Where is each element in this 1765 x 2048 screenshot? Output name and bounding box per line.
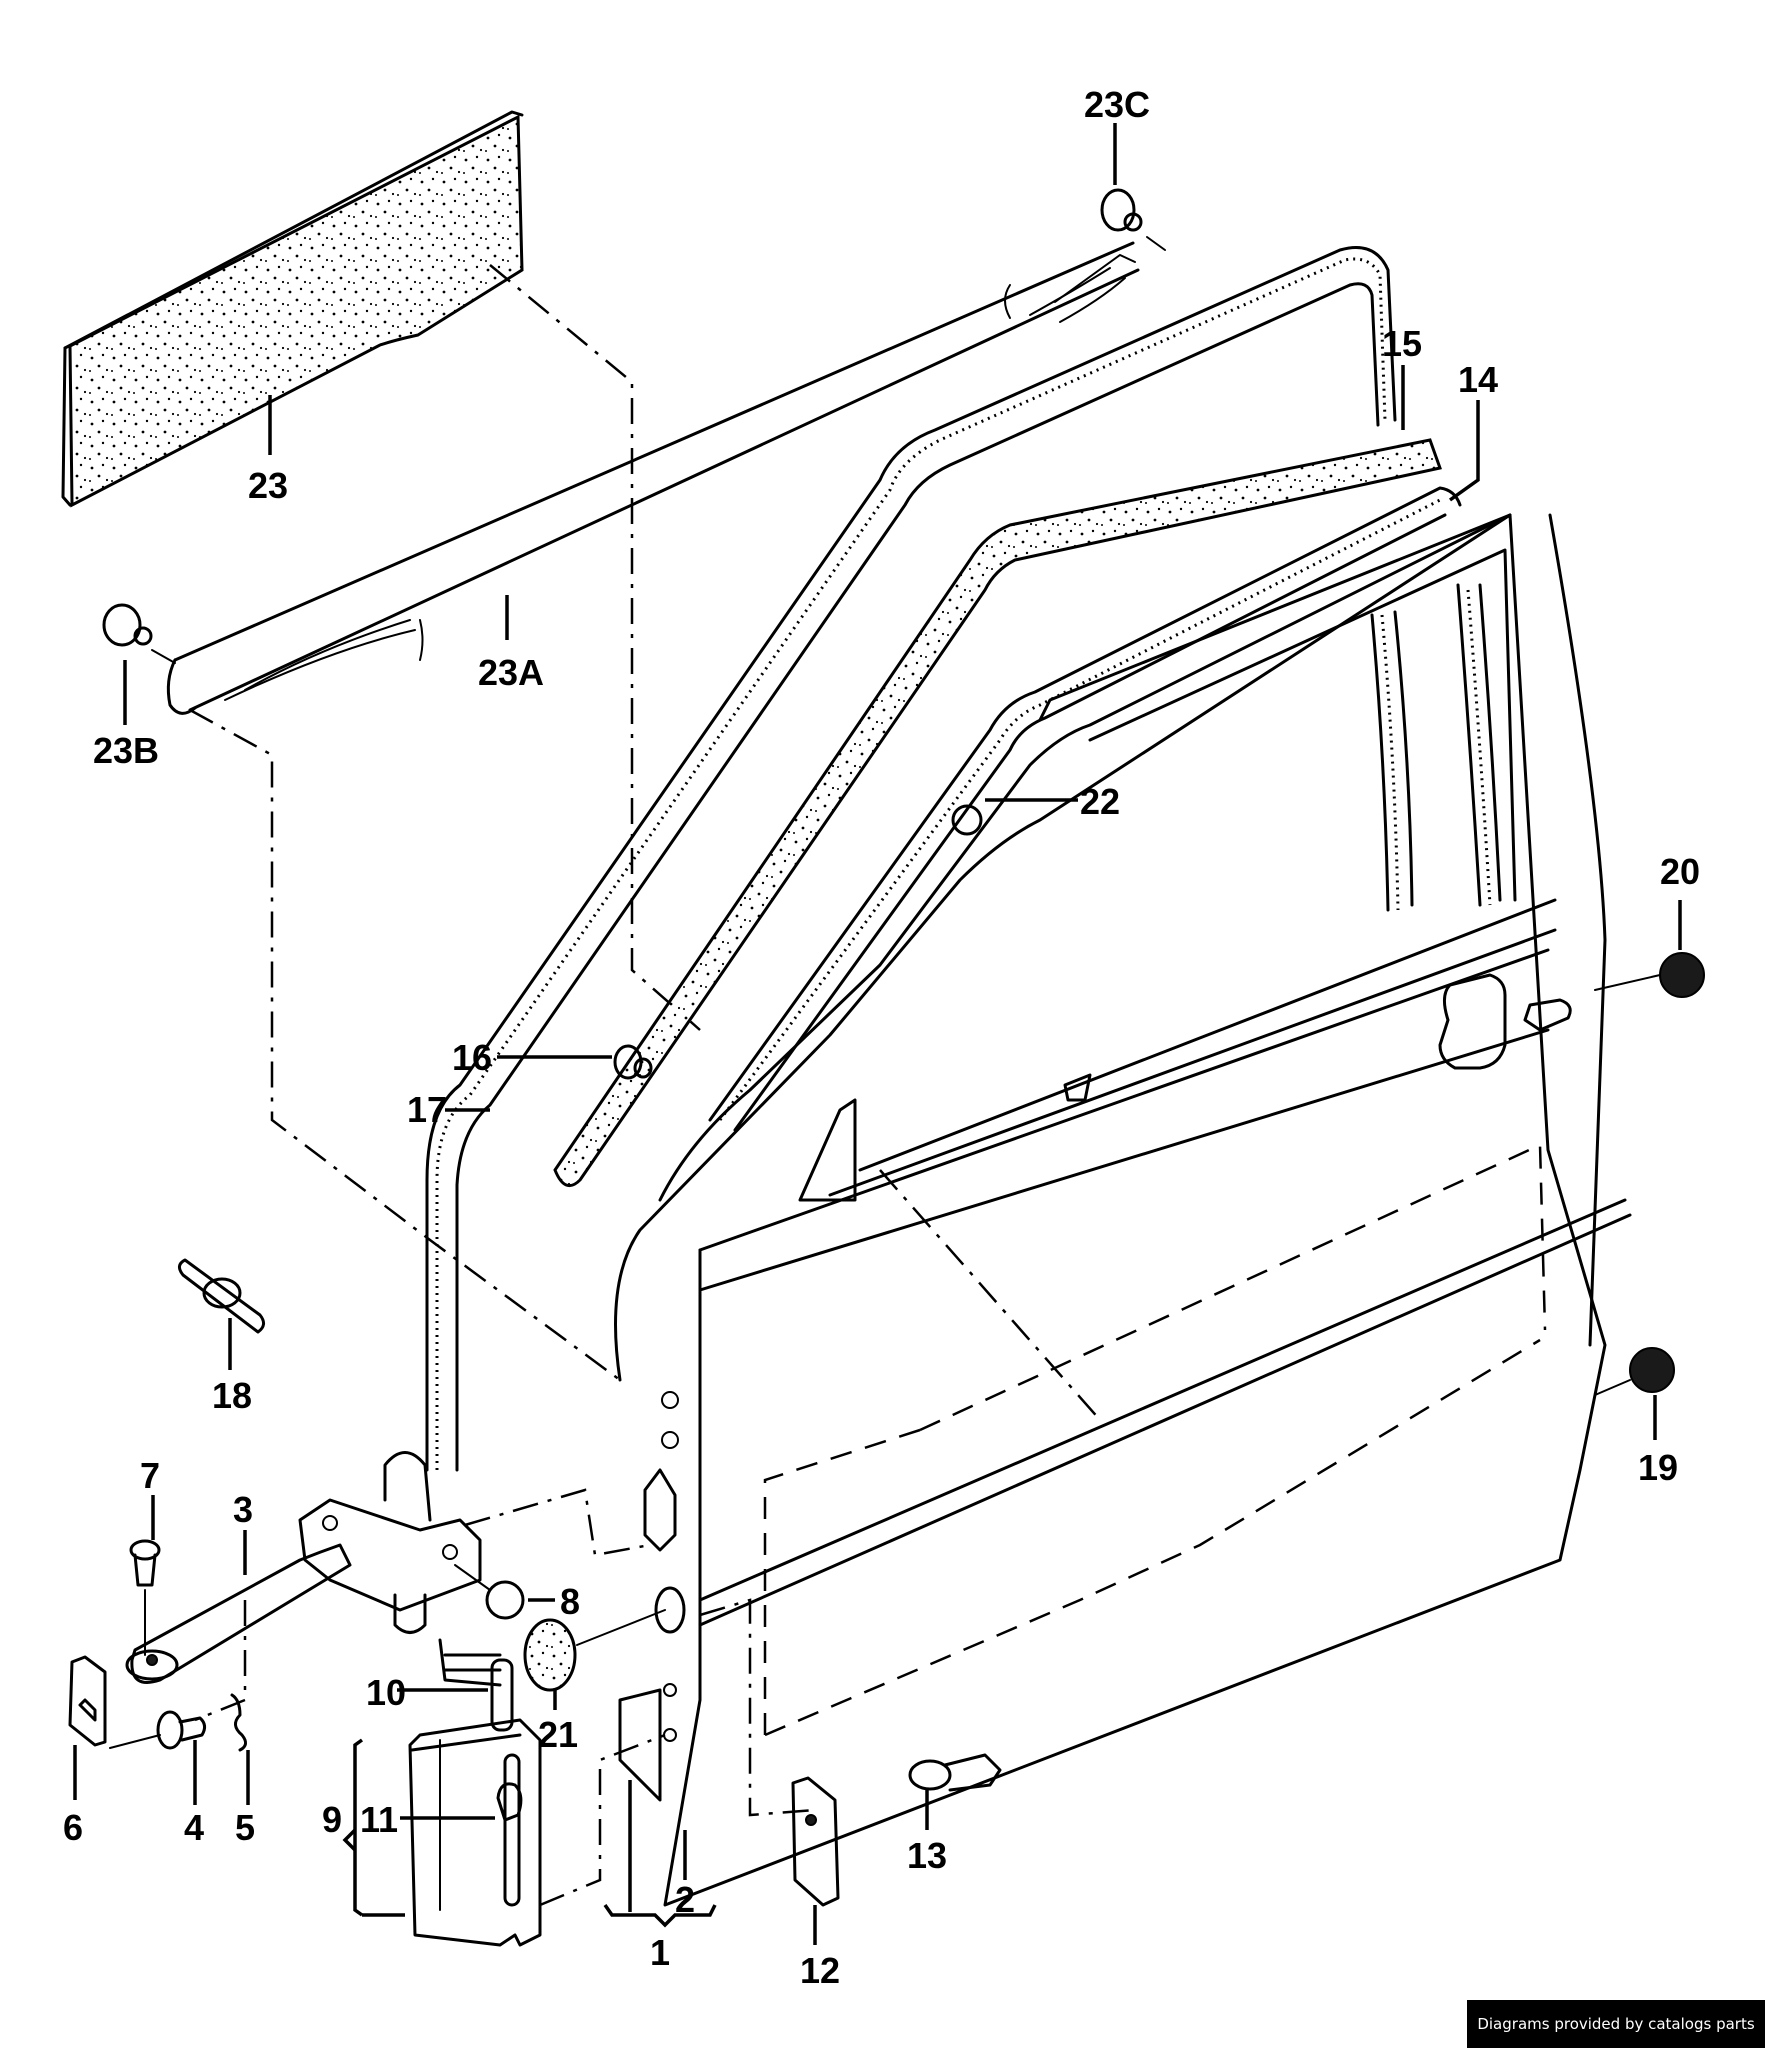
assembly-lines [189,264,1101,1907]
part-20-grommet [1594,900,1705,998]
part-5-spring-washer [230,1693,250,1805]
leader-14 [1448,400,1480,502]
label-20: 20 [1660,851,1700,892]
label-10: 10 [366,1672,406,1713]
part-6-cover-plate [68,1655,107,1800]
label-13: 13 [907,1835,947,1876]
part-12-tapping-plate [791,1776,840,1945]
label-14: 14 [1458,359,1498,400]
label-9: 9 [322,1799,342,1840]
part-10-hinge-pin [397,1658,514,1732]
label-17: 17 [407,1089,447,1130]
part-9-hinge [342,1718,542,1947]
label-16: 16 [452,1037,492,1078]
label-2: 2 [675,1879,695,1920]
part-8-bolt [454,1564,555,1620]
part-11-clip [400,1782,523,1822]
part-23C-end-cap [1100,123,1166,251]
part-7-plug [129,1495,161,1656]
label-18: 18 [212,1375,252,1416]
part-17-weatherstrip [425,246,1397,1472]
part-18-retaining-pin [178,1258,265,1370]
part-23-insulation-panel [61,110,524,508]
label-4: 4 [184,1807,204,1848]
label-7: 7 [140,1455,160,1496]
label-23: 23 [248,465,288,506]
label-8: 8 [560,1581,580,1622]
part-labels: 23 23A 23B 23C 15 14 22 20 16 17 18 19 7… [63,84,1700,1991]
part-1-bracket [603,1780,717,1928]
label-22: 22 [1080,781,1120,822]
part-2-door-shell [614,513,1632,1907]
part-13-hex-bolt [908,1753,1002,1830]
label-23C: 23C [1084,84,1150,125]
part-15-seal-strip [553,438,1442,1188]
part-4-screw [109,1710,207,1805]
part-19-grommet [1594,1347,1675,1440]
label-6: 6 [63,1807,83,1848]
label-15: 15 [1382,323,1422,364]
part-16-clip [497,1044,653,1080]
window-vertical-seals [1370,583,1502,912]
part-3-check-strap [125,1451,482,1684]
label-19: 19 [1638,1447,1678,1488]
label-11: 11 [360,1799,398,1840]
label-3: 3 [233,1489,253,1530]
part-22-clip [951,798,1078,836]
label-23B: 23B [93,730,159,771]
label-12: 12 [800,1950,840,1991]
part-21-plug [438,1609,666,1710]
credit-text: Diagrams provided by catalogs parts [1477,2015,1755,2033]
part-23A-trim-strip [166,241,1140,715]
label-21: 21 [538,1714,578,1755]
label-1: 1 [650,1932,670,1973]
part-23B-end-cap [102,603,176,725]
credit-banner: Diagrams provided by catalogs parts [1467,2000,1765,2048]
label-5: 5 [235,1807,255,1848]
label-23A: 23A [478,652,544,693]
